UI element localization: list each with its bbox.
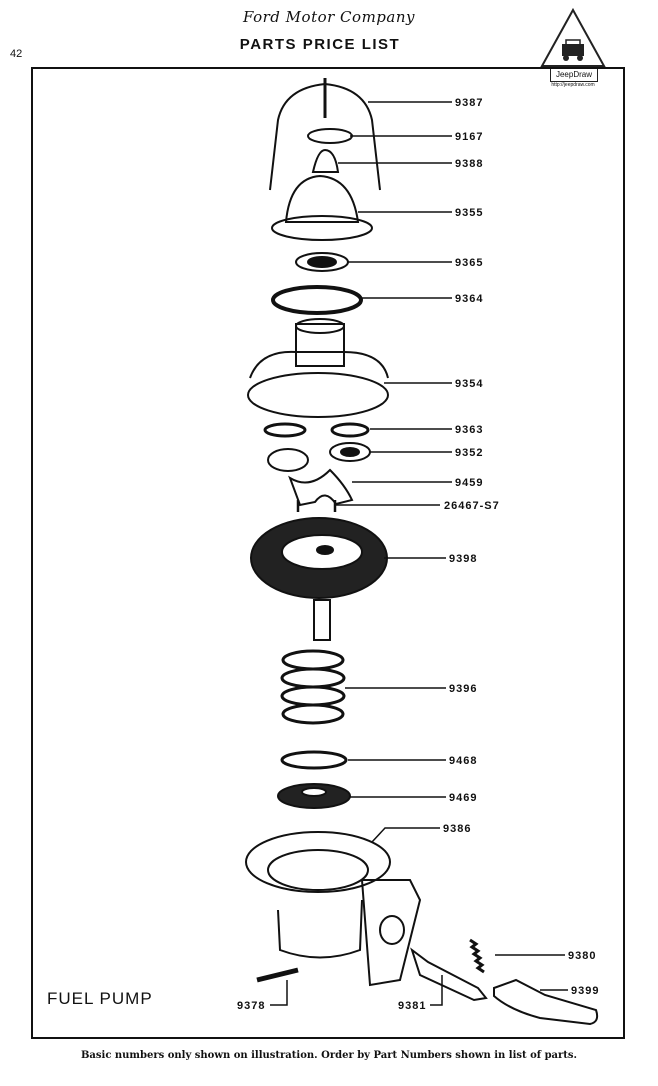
footer-note: Basic numbers only shown on illustration…: [80, 1050, 578, 1061]
label-9386: 9386: [443, 823, 471, 835]
label-9396: 9396: [449, 683, 477, 695]
label-9365: 9365: [455, 257, 483, 269]
part-cap-9388: [311, 148, 340, 173]
label-9354: 9354: [455, 378, 483, 390]
label-9352: 9352: [455, 447, 483, 459]
part-gasket-9468: [280, 750, 348, 770]
logo-url: http://jeepdraw.com: [551, 82, 595, 88]
part-retainer-9459: [288, 468, 354, 507]
triangle-logo-icon: [540, 7, 606, 67]
diagram-caption: FUEL PUMP: [47, 989, 153, 1008]
label-9364: 9364: [455, 293, 483, 305]
label-9388: 9388: [455, 158, 483, 170]
part-spring-9396: [281, 649, 345, 671]
label-9381: 9381: [398, 1000, 426, 1012]
label-9378: 9378: [237, 1000, 265, 1012]
part-bowl-9355: [284, 174, 360, 223]
part-link-9381: [410, 947, 488, 1002]
label-9459: 9459: [455, 477, 483, 489]
label-26467-s7: 26467-S7: [444, 500, 500, 512]
part-body-9354: [295, 323, 345, 367]
label-9167: 9167: [455, 131, 483, 143]
label-9355: 9355: [455, 207, 483, 219]
part-rocker-arm-9399: [493, 978, 599, 1026]
part-spring-9380: [469, 938, 485, 974]
label-9468: 9468: [449, 755, 477, 767]
page-number: 42: [10, 48, 23, 60]
part-valve-gasket-9363: [263, 422, 307, 438]
label-9399: 9399: [571, 985, 599, 997]
label-9387: 9387: [455, 97, 483, 109]
label-9398: 9398: [449, 553, 477, 565]
part-pin-9378: [256, 967, 299, 983]
part-nut-9167: [307, 128, 353, 144]
brand-logo-text: Ford Motor Company: [243, 8, 415, 26]
part-valve-9352: [267, 448, 309, 472]
bowl-rim: [271, 215, 373, 241]
label-9469: 9469: [449, 792, 477, 804]
part-gasket-9364: [271, 285, 363, 315]
page-title: PARTS PRICE LIST: [239, 36, 401, 53]
diagram-frame: [31, 67, 625, 1039]
label-9363: 9363: [455, 424, 483, 436]
jeepdraw-logo[interactable]: JeepDraw http://jeepdraw.com: [538, 6, 608, 88]
part-body-9386: [245, 831, 391, 893]
label-9380: 9380: [568, 950, 596, 962]
